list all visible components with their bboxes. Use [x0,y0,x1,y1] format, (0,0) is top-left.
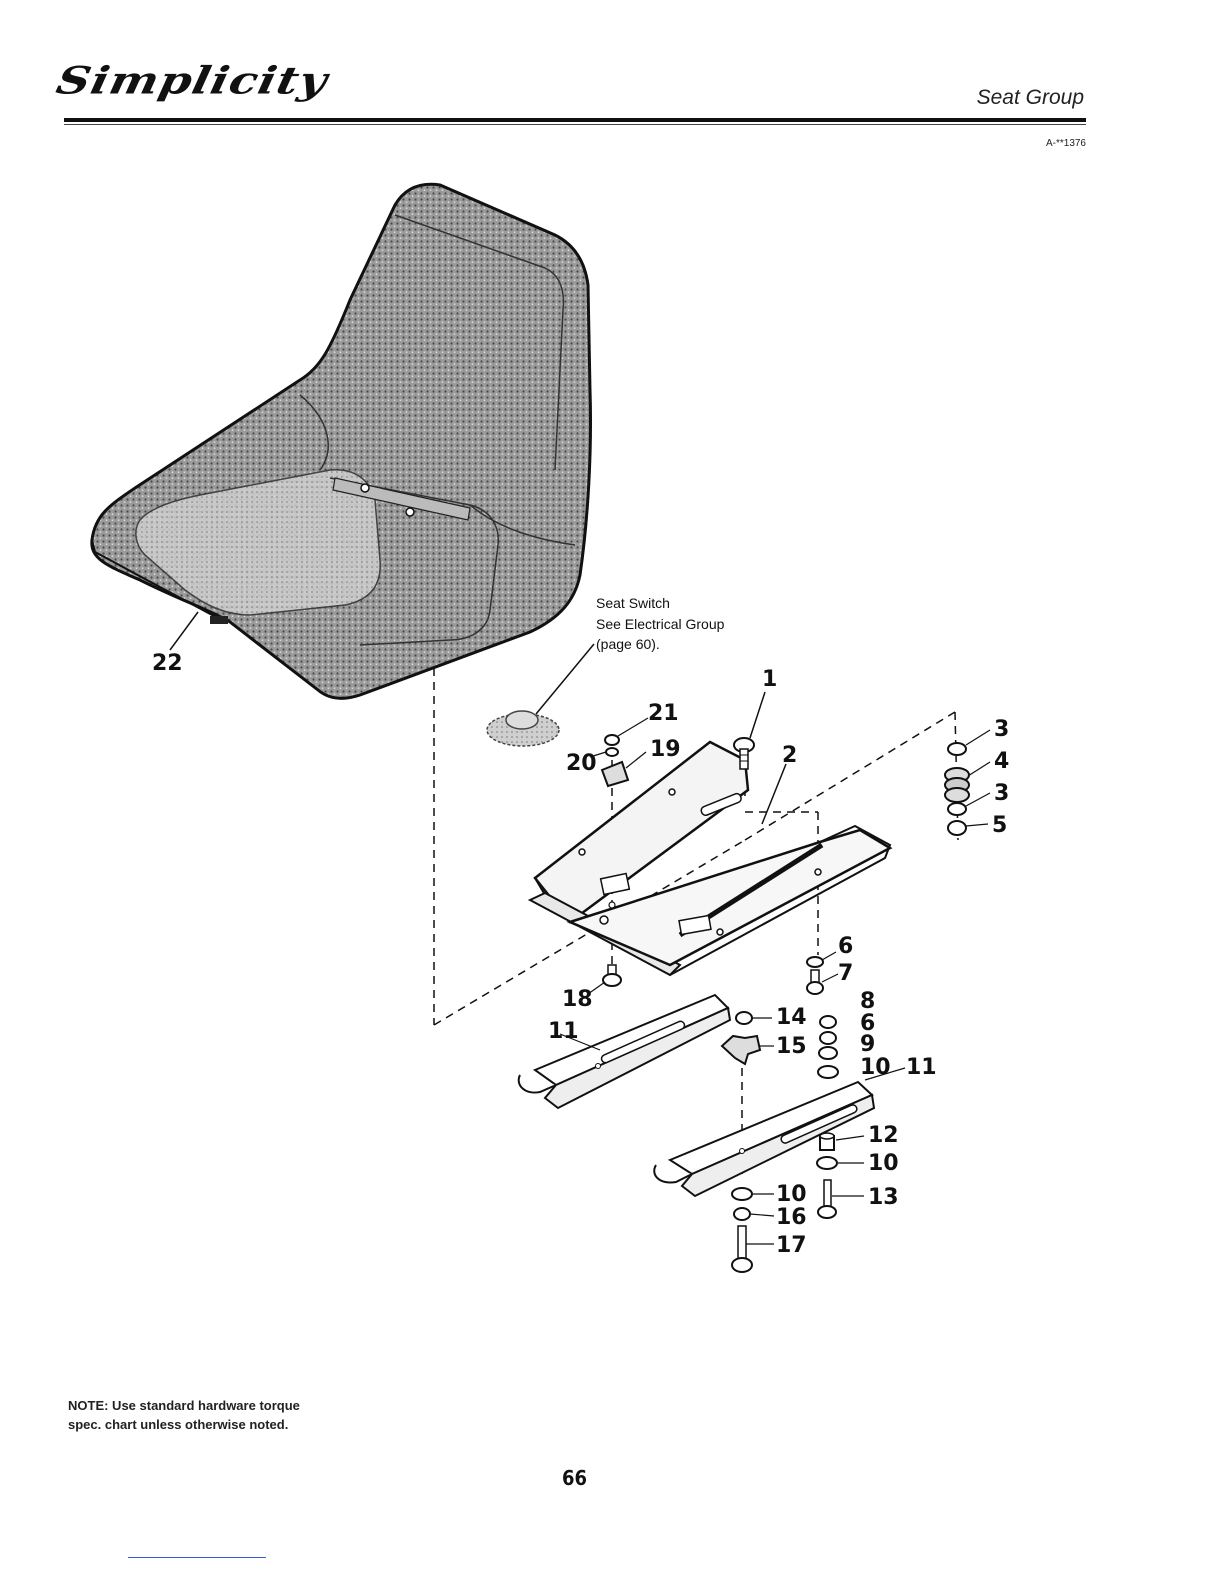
leader-5 [966,824,988,826]
callout-18: 18 [562,987,593,1012]
callout-2: 2 [782,743,797,768]
callout-5: 5 [992,813,1007,838]
nut-bolt-6-7 [807,957,823,994]
callout-21: 21 [648,701,679,726]
spacer-bolt-12-13 [817,1133,837,1218]
leader-4 [968,762,990,776]
seat-pan [92,184,591,698]
leader-3a [966,730,990,745]
flange-bolt-18 [603,965,621,986]
callout-11b: 11 [906,1055,937,1080]
callout-10a: 10 [860,1055,891,1080]
callout-19: 19 [650,737,681,762]
seat-switch-note-line2: See Electrical Group [596,616,725,632]
leader-22 [170,612,198,650]
leader-6a [822,952,836,960]
callout-11a: 11 [548,1019,579,1044]
callout-10c: 10 [776,1182,807,1207]
callout-20: 20 [566,751,597,776]
leader-12 [836,1136,864,1140]
callout-6a: 6 [838,934,853,959]
callout-14: 14 [776,1005,807,1030]
callout-12: 12 [868,1123,899,1148]
seat-mounting-plate [530,742,890,975]
hardware-note: NOTE: Use standard hardware torque spec.… [68,1396,328,1434]
leader-19 [626,752,646,768]
callout-13: 13 [868,1185,899,1210]
bottom-bolt-stack [732,1188,752,1272]
page-number: 66 [562,1466,587,1490]
callout-22: 22 [152,651,183,676]
leader-16 [750,1214,774,1216]
seat-switch-note-line3: (page 60). [596,636,660,652]
isolator-stack [945,743,969,835]
footer-line [128,1557,266,1558]
leader-2 [762,764,786,824]
leader-21 [618,718,648,736]
leader-1 [750,692,765,738]
callout-4: 4 [994,749,1009,774]
callout-3b: 3 [994,781,1009,806]
callout-17: 17 [776,1233,807,1258]
clip-hardware [602,735,628,786]
leader-seat-switch [536,644,594,714]
callout-1: 1 [762,667,777,692]
callout-15: 15 [776,1034,807,1059]
callout-7: 7 [838,961,853,986]
callout-10b: 10 [868,1151,899,1176]
callout-3a: 3 [994,717,1009,742]
seat-switch [487,711,559,746]
slide-rail-left [519,995,730,1108]
callout-9: 9 [860,1032,875,1057]
callout-16: 16 [776,1205,807,1230]
seat-switch-note-line1: Seat Switch [596,595,670,611]
leader-7 [822,974,838,982]
washer-stack [818,1016,838,1078]
